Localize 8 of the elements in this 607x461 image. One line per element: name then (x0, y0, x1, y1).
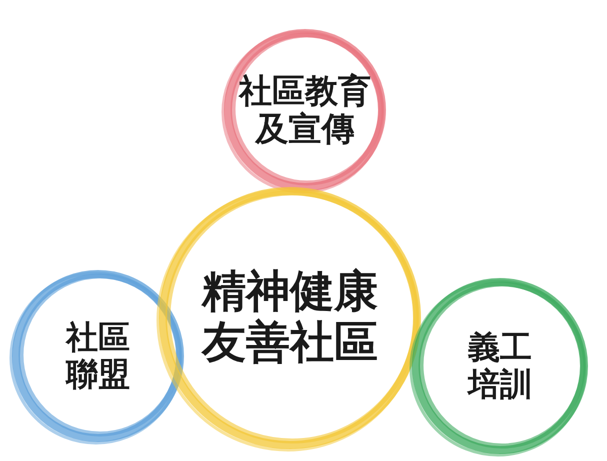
circle-label: 義工培訓 (468, 329, 532, 403)
circle-label: 精神健康友善社區 (202, 267, 378, 369)
ring-circle (10, 268, 186, 444)
circle-label: 社區聯盟 (66, 319, 130, 393)
ring-circle (222, 27, 388, 193)
ring-circle (410, 276, 590, 456)
circle-label: 社區教育及宣傳 (239, 72, 371, 148)
ring-circle (157, 185, 423, 451)
